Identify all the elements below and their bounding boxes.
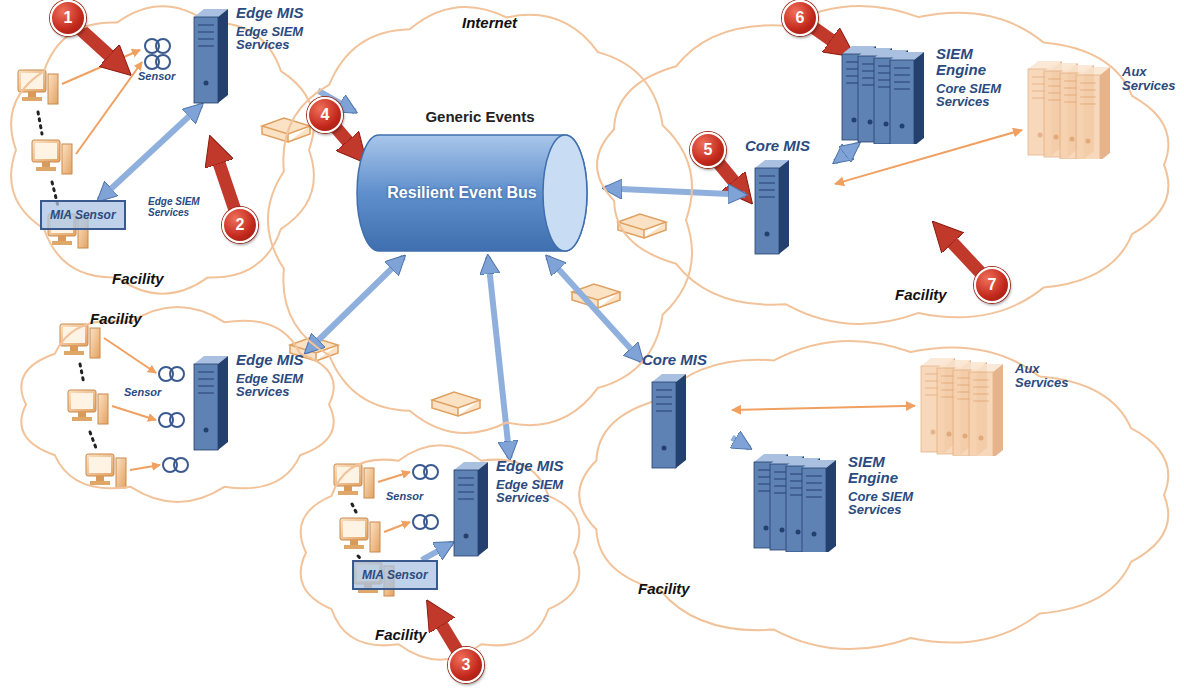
sensor-label: Sensor (138, 70, 175, 82)
aux-services-cluster: Aux Services (1022, 55, 1182, 159)
label-column: Edge MIS Edge SIEM Services (236, 352, 318, 399)
callout-number: 6 (782, 0, 818, 36)
component-name: Aux Services (1015, 362, 1075, 389)
component-name: Core MIS (745, 138, 835, 154)
siem-engine-cluster: SIEM EngineCore SIEM Services (748, 448, 926, 552)
connector-arrow (422, 543, 452, 560)
label-column: Aux Services (1122, 61, 1182, 92)
mia-sensor-box: MIA Sensor (40, 200, 126, 230)
cloud-path (579, 341, 1168, 649)
sensor-feeds (62, 50, 410, 532)
server-icon (192, 5, 232, 105)
service-name: Edge SIEM Services (496, 478, 578, 505)
component-name: Aux Services (1122, 65, 1182, 92)
connector-arrow (732, 406, 915, 410)
cloud-path (268, 7, 692, 433)
callout-number: 1 (50, 0, 86, 36)
cloud-outline (290, 440, 590, 665)
facility-cloud: Facility Edge MIS Edge SIEM ServicesMIA Se… (290, 440, 590, 665)
connector-arrow (99, 105, 201, 200)
connector-arrow (605, 188, 745, 195)
router-icons (262, 118, 666, 416)
sensor-label: Sensor (124, 386, 161, 398)
server-icon (753, 156, 793, 256)
event-bus-cylinder: Generic EventsResilient Event Bus (355, 108, 605, 257)
sensor-name: MIA Sensor (50, 208, 116, 222)
facility-cloud: Facility Core MIS SIEM EngineCore SIEM Ser… (590, 0, 1180, 330)
bus-heading: Generic Events (425, 108, 534, 125)
callout-number: 2 (222, 207, 258, 243)
connector-arrow (548, 257, 643, 361)
cloud-outline (10, 302, 345, 507)
siem-engine-cluster: SIEM EngineCore SIEM Services (836, 40, 1014, 144)
server-cluster-icon (748, 448, 844, 552)
connector-arrow (732, 438, 750, 448)
component-name: SIEM Engine (936, 46, 1014, 78)
server-icon (650, 370, 690, 470)
component-name: Edge MIS (236, 352, 318, 368)
service-name: Core SIEM Services (848, 490, 926, 517)
aux-server-icon (915, 352, 1011, 456)
connector-arrow (306, 257, 403, 352)
label-column: Aux Services (1015, 358, 1075, 389)
server-icon (192, 352, 232, 452)
label-column: Edge MIS Edge SIEM Services (496, 458, 578, 505)
callout-number: 3 (448, 647, 484, 683)
bus-name: Resilient Event Bus (387, 183, 536, 202)
label-column: Core MIS (745, 138, 835, 154)
component-name: Edge MIS (496, 458, 578, 474)
label-column: SIEM EngineCore SIEM Services (848, 454, 926, 517)
internet-cloud: InternetGeneric EventsResilient Event Bu… (262, 0, 702, 440)
edge-mis-server: Edge MIS Edge SIEM Services (192, 5, 318, 105)
connector-arrow (835, 144, 858, 162)
component-name: SIEM Engine (848, 454, 926, 486)
bus-body: Resilient Event Bus (355, 129, 605, 257)
edge-mis-server: Edge MIS Edge SIEM Services (192, 352, 318, 452)
aux-services-cluster: Aux Services (915, 352, 1075, 456)
callout-number: 4 (307, 97, 343, 133)
bus-label-box: Resilient Event Bus (377, 129, 547, 257)
callout-number: 7 (974, 267, 1010, 303)
cloud-path (597, 6, 1168, 324)
facility-name: Facility (895, 286, 947, 303)
server-icon (452, 458, 492, 558)
facility-name: Facility (112, 270, 164, 287)
sensor-label: Sensor (386, 490, 423, 502)
label-column: SIEM EngineCore SIEM Services (936, 46, 1014, 109)
service-name: Edge SIEM Services (236, 372, 318, 399)
computers (18, 70, 394, 596)
facility-name: Facility (375, 626, 427, 643)
facility-name: Facility (90, 310, 142, 327)
mia-sensor-box: MIA Sensor (352, 560, 438, 590)
core-mis-server: Core MIS (642, 352, 732, 470)
sensor-name: MIA Sensor (362, 568, 428, 582)
service-label: Edge SIEM Services (148, 196, 204, 218)
facility-cloud: FacilityEdge MIS Edge SIEM Services (10, 302, 345, 507)
region-name: Internet (462, 14, 517, 31)
component-name: Edge MIS (236, 5, 318, 21)
edge-mis-server: Edge MIS Edge SIEM Services (452, 458, 578, 558)
facility-name: Facility (638, 580, 690, 597)
label-column: Edge MIS Edge SIEM Services (236, 5, 318, 52)
aux-server-icon (1022, 55, 1118, 159)
cloud-path (21, 307, 333, 502)
service-name: Core SIEM Services (936, 82, 1014, 109)
server-cluster-icon (836, 40, 932, 144)
label-column: Core MIS (642, 352, 732, 368)
component-name: Core MIS (642, 352, 732, 368)
cloud-path (301, 445, 580, 659)
callout-number: 5 (690, 132, 726, 168)
service-name: Edge SIEM Services (236, 25, 318, 52)
core-mis-server: Core MIS (745, 138, 835, 256)
facility-cloud: Facility Core MIS SIEM EngineCore SIEM Ser… (572, 335, 1180, 655)
